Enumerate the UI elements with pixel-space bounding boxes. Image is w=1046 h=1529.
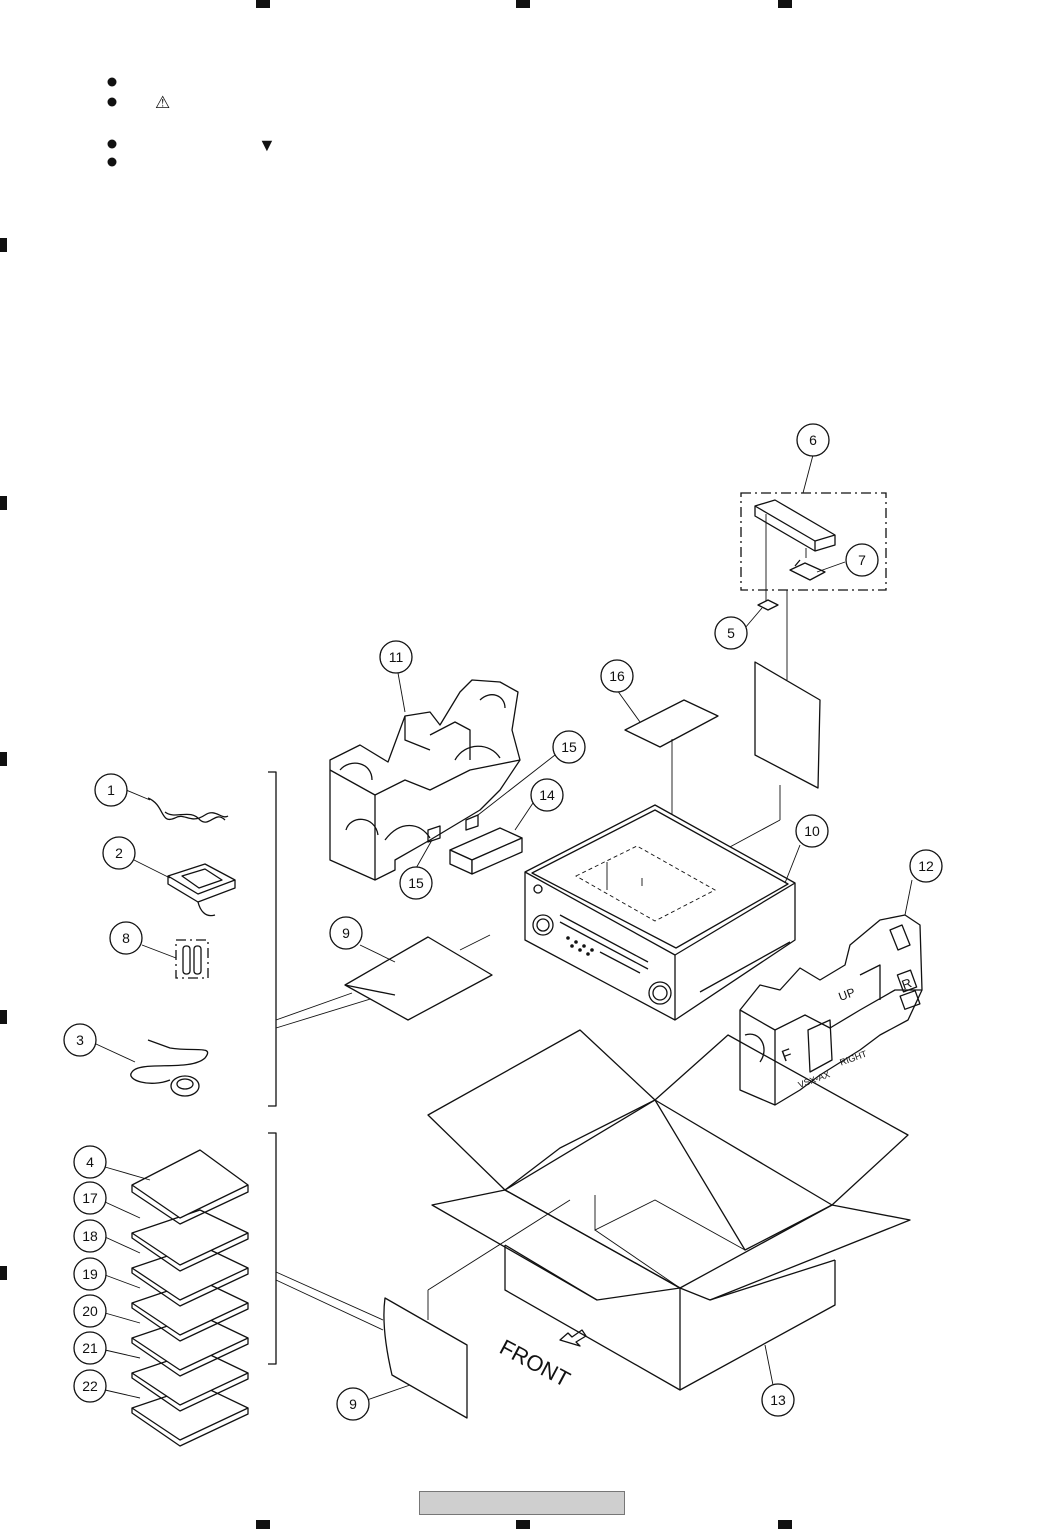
foam-marking-up: UP (837, 985, 857, 1004)
polyethylene-bag-upper (344, 936, 493, 1021)
svg-text:13: 13 (770, 1392, 786, 1408)
callout-11: 11 (379, 640, 413, 674)
svg-text:8: 8 (122, 930, 130, 946)
foam-pad-left (329, 679, 521, 881)
foam-pad-right: R UP F VSX-AX RIGHT (739, 914, 923, 1106)
note-bullet (107, 139, 117, 149)
label-sticker (757, 599, 779, 611)
callout-7: 7 (845, 543, 879, 577)
callout-2: 2 (102, 836, 136, 870)
batteries (175, 939, 209, 979)
callout-8: 8 (109, 921, 143, 955)
svg-text:14: 14 (539, 787, 555, 803)
documents-stack (131, 1149, 249, 1447)
callout-14: 14 (530, 778, 564, 812)
svg-text:16: 16 (609, 668, 625, 684)
callout-17: 17 (73, 1181, 107, 1215)
svg-text:12: 12 (918, 858, 934, 874)
svg-text:18: 18 (82, 1228, 98, 1244)
note-bullet (107, 97, 117, 107)
am-loop-antenna (167, 863, 236, 917)
svg-text:20: 20 (82, 1303, 98, 1319)
svg-text:9: 9 (342, 925, 350, 941)
polyethylene-bag-lower (383, 1297, 468, 1419)
battery-cover (789, 562, 826, 581)
leader-lines (95, 454, 913, 1401)
callout-12: 12 (909, 849, 943, 883)
callout-5: 5 (714, 616, 748, 650)
svg-text:1: 1 (107, 782, 115, 798)
svg-text:17: 17 (82, 1190, 98, 1206)
callout-4: 4 (73, 1145, 107, 1179)
svg-text:7: 7 (858, 552, 866, 568)
svg-text:15: 15 (408, 875, 424, 891)
spacers (427, 814, 479, 843)
page-footer-bar (419, 1491, 625, 1515)
notes-bullets: ⚠ ▼ (107, 77, 276, 167)
callout-13: 13 (761, 1383, 795, 1417)
svg-text:19: 19 (82, 1266, 98, 1282)
carton-box: FRONT (427, 1029, 911, 1392)
svg-text:6: 6 (809, 432, 817, 448)
accessory-brackets (268, 771, 391, 1365)
note-bullet (107, 77, 117, 87)
svg-text:2: 2 (115, 845, 123, 861)
box-front-label: FRONT (496, 1334, 575, 1392)
callout-16: 16 (600, 659, 634, 693)
callout-9-lower: 9 (336, 1387, 370, 1421)
svg-text:11: 11 (389, 649, 404, 665)
svg-text:4: 4 (86, 1154, 94, 1170)
callout-20: 20 (73, 1294, 107, 1328)
fm-antenna-wire (147, 797, 229, 823)
svg-text:21: 21 (82, 1340, 98, 1356)
warning-icon: ⚠ (155, 93, 170, 112)
svg-text:5: 5 (727, 625, 735, 641)
setup-microphone (130, 1039, 209, 1097)
callout-6: 6 (796, 423, 830, 457)
svg-text:10: 10 (804, 823, 820, 839)
av-receiver (524, 804, 796, 1021)
document-sheet (131, 1149, 249, 1219)
callout-1: 1 (94, 773, 128, 807)
svg-text:22: 22 (82, 1378, 98, 1394)
note-bullet (107, 157, 117, 167)
remote-control (754, 499, 836, 552)
callout-15-lower: 15 (399, 866, 433, 900)
svg-text:15: 15 (561, 739, 577, 755)
callout-19: 19 (73, 1257, 107, 1291)
callout-3: 3 (63, 1023, 97, 1057)
svg-text:9: 9 (349, 1396, 357, 1412)
callout-18: 18 (73, 1219, 107, 1253)
triangle-down-icon: ▼ (258, 135, 276, 155)
callout-15-upper: 15 (552, 730, 586, 764)
callout-21: 21 (73, 1331, 107, 1365)
svg-text:3: 3 (76, 1032, 84, 1048)
registration-marks (0, 0, 792, 1529)
remote-bag (727, 661, 821, 849)
document-sheet (131, 1209, 249, 1266)
remote-control-set (740, 492, 887, 680)
accessory-box (449, 827, 523, 875)
callout-9-upper: 9 (329, 916, 363, 950)
callout-22: 22 (73, 1369, 107, 1403)
callout-10: 10 (795, 814, 829, 848)
